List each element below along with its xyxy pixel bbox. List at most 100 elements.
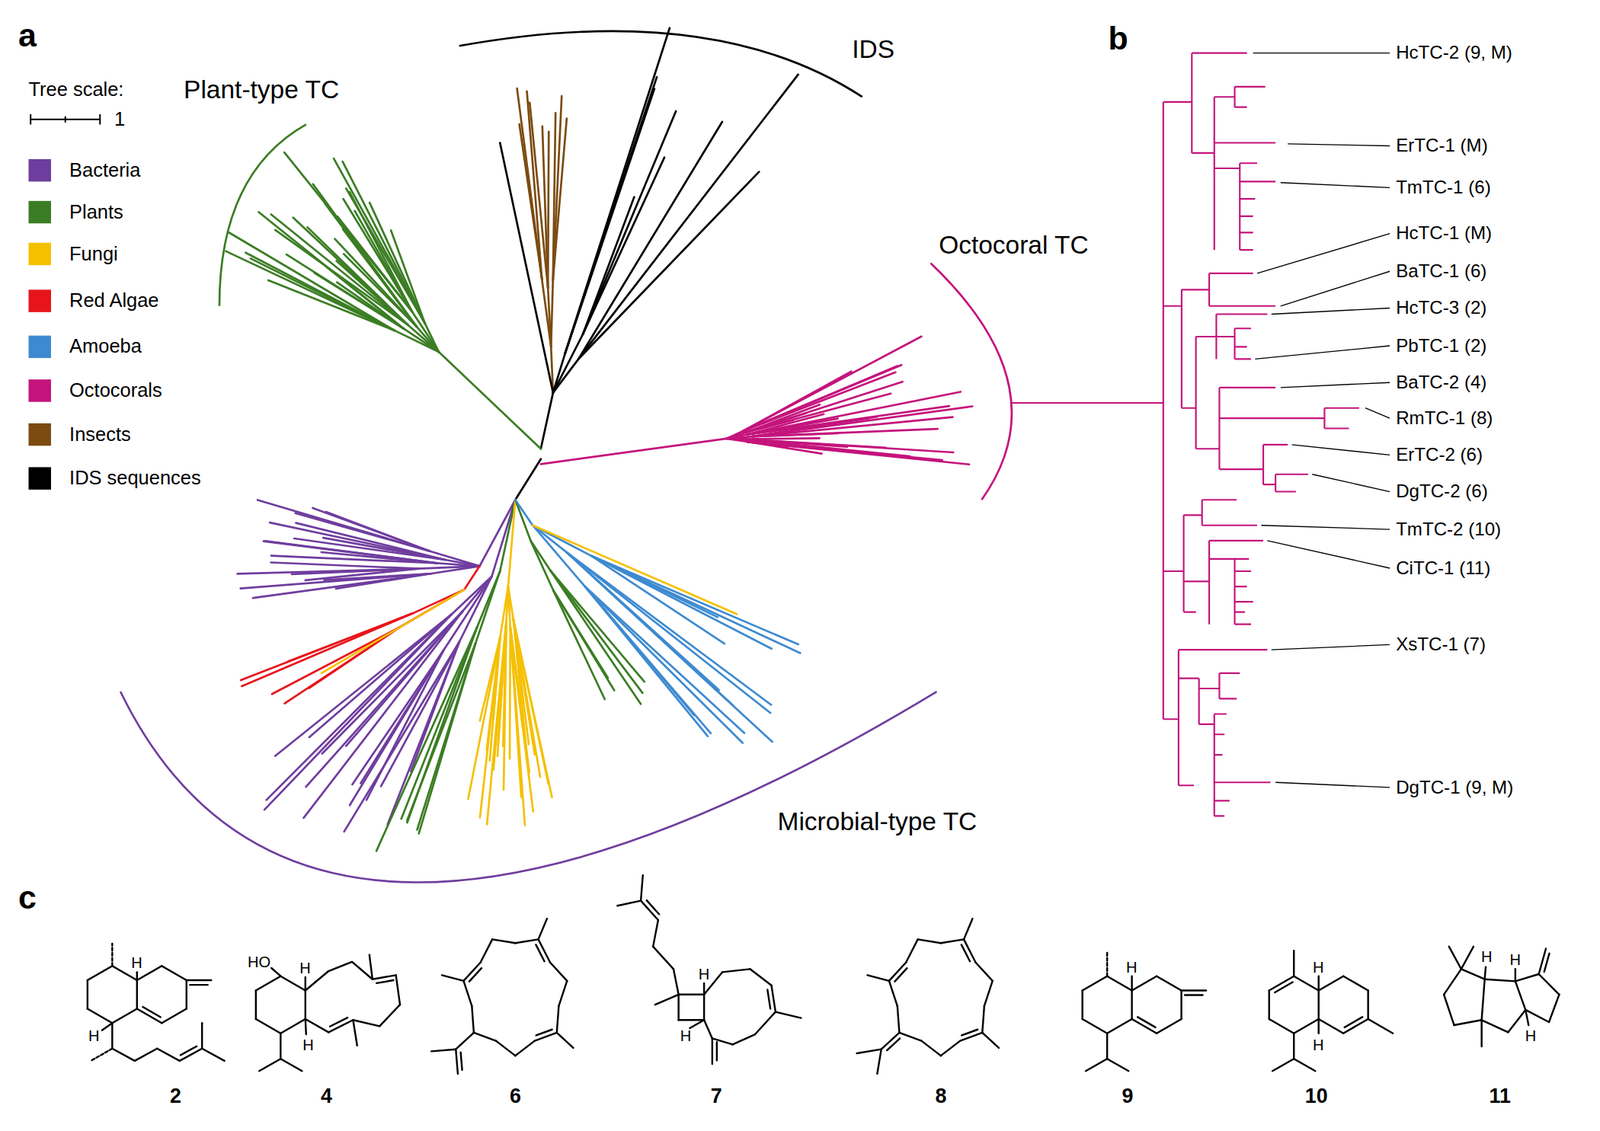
- bond-line: [1515, 974, 1540, 982]
- branch-line: [499, 586, 509, 638]
- bond-line: [775, 1012, 801, 1019]
- bond-line: [305, 1019, 307, 1035]
- bond-line: [1292, 950, 1295, 976]
- branch-line: [547, 131, 549, 288]
- compound-number: 10: [1305, 1084, 1328, 1109]
- bond-line: [886, 1038, 900, 1051]
- legend-swatch: [28, 201, 52, 224]
- compound-number: 6: [509, 1084, 522, 1109]
- bond-line: [1269, 1019, 1294, 1034]
- legend-text: IDS sequences: [69, 467, 202, 490]
- bond-line: [1106, 950, 1108, 976]
- bond-line: [1548, 995, 1559, 1023]
- atom-label: H: [1126, 958, 1138, 976]
- leaf-label: TmTC-1 (6): [1395, 177, 1492, 199]
- bond-line: [905, 939, 919, 963]
- branch-line: [241, 613, 413, 687]
- bond-line: [112, 1009, 137, 1024]
- bond-line: [455, 1033, 474, 1050]
- bond-line: [703, 995, 705, 1021]
- legend-text: Plants: [69, 201, 124, 224]
- bond-line: [1366, 990, 1369, 1020]
- legend-text: Red Algae: [69, 289, 159, 312]
- atom-label: H: [698, 965, 711, 983]
- bond-line: [352, 1020, 380, 1027]
- bond-line: [646, 900, 660, 915]
- bond-line: [1514, 969, 1517, 982]
- bond-line: [857, 1049, 882, 1054]
- branch-line: [390, 230, 426, 324]
- bond-line: [536, 1030, 553, 1037]
- branch-line: [475, 571, 500, 644]
- bond-line: [556, 1006, 560, 1034]
- atom-label: H: [1312, 958, 1325, 976]
- bond-line: [1507, 1010, 1526, 1033]
- bond-line: [1484, 979, 1516, 983]
- bond-line: [655, 995, 679, 1005]
- bond-line: [640, 875, 644, 901]
- bond-line: [961, 944, 970, 962]
- bond-line: [304, 990, 307, 1020]
- bond-line: [749, 969, 772, 986]
- panel-letter: b: [1107, 19, 1128, 58]
- branch-line: [275, 614, 452, 757]
- branch-line: [240, 573, 431, 589]
- branch-line: [585, 586, 743, 743]
- legend-text: Fungi: [69, 243, 119, 266]
- atom-label: HO: [247, 953, 271, 971]
- bond-line: [1461, 969, 1485, 980]
- branch-line: [553, 112, 556, 281]
- bond-line: [376, 980, 394, 984]
- branch-line: [342, 161, 426, 324]
- branch-line: [585, 586, 711, 734]
- compound-number: 7: [710, 1084, 723, 1109]
- leaf-label: BaTC-2 (4): [1395, 371, 1487, 394]
- bond-line: [455, 1049, 458, 1075]
- bond-line: [1317, 1019, 1319, 1034]
- bond-line: [1525, 1010, 1529, 1026]
- branch-line: [752, 417, 953, 438]
- bond-line: [279, 1033, 282, 1060]
- leaf-label: TmTC-2 (10): [1395, 518, 1501, 541]
- bond-line: [1481, 1020, 1509, 1033]
- bond-line: [1443, 969, 1462, 995]
- branch-line: [284, 152, 413, 312]
- branch-line: [467, 637, 500, 800]
- bond-line: [1130, 976, 1133, 992]
- bond-line: [280, 1059, 302, 1072]
- bond-line: [678, 1019, 704, 1021]
- bond-line: [1156, 1019, 1181, 1034]
- leaf-label: DgTC-2 (6): [1395, 481, 1488, 503]
- bond-line: [369, 955, 373, 980]
- branch-line: [752, 406, 973, 438]
- bond-line: [1082, 976, 1108, 992]
- bond-line: [961, 1030, 978, 1037]
- branch-line: [309, 614, 452, 738]
- branch-line: [532, 525, 737, 615]
- branch-line: [425, 323, 439, 352]
- bond-line: [550, 963, 567, 982]
- bond-line: [982, 1006, 985, 1034]
- clade-arc: [930, 263, 1012, 501]
- bond-line: [1293, 976, 1319, 992]
- bond-line: [480, 939, 493, 963]
- leaf-label: PbTC-1 (2): [1395, 335, 1487, 357]
- bond-line: [255, 990, 257, 1020]
- panel-letter: c: [18, 879, 37, 917]
- branch-line: [438, 352, 541, 449]
- bond-line: [1318, 976, 1344, 992]
- legend-swatch: [28, 467, 52, 490]
- branch-line: [343, 198, 413, 312]
- subtree: [1010, 53, 1360, 817]
- bond-line: [1293, 1059, 1316, 1072]
- bond-line: [1107, 1019, 1132, 1034]
- bond-line: [894, 968, 907, 982]
- bond-line: [1453, 1020, 1482, 1026]
- bond-line: [112, 1049, 135, 1062]
- branch-line: [257, 499, 430, 551]
- leaf-label: CiTC-1 (11): [1395, 557, 1491, 580]
- branch-line: [566, 552, 772, 705]
- atom-label: H: [680, 1027, 692, 1045]
- branch-line: [508, 499, 516, 587]
- bond-line: [1292, 1033, 1295, 1060]
